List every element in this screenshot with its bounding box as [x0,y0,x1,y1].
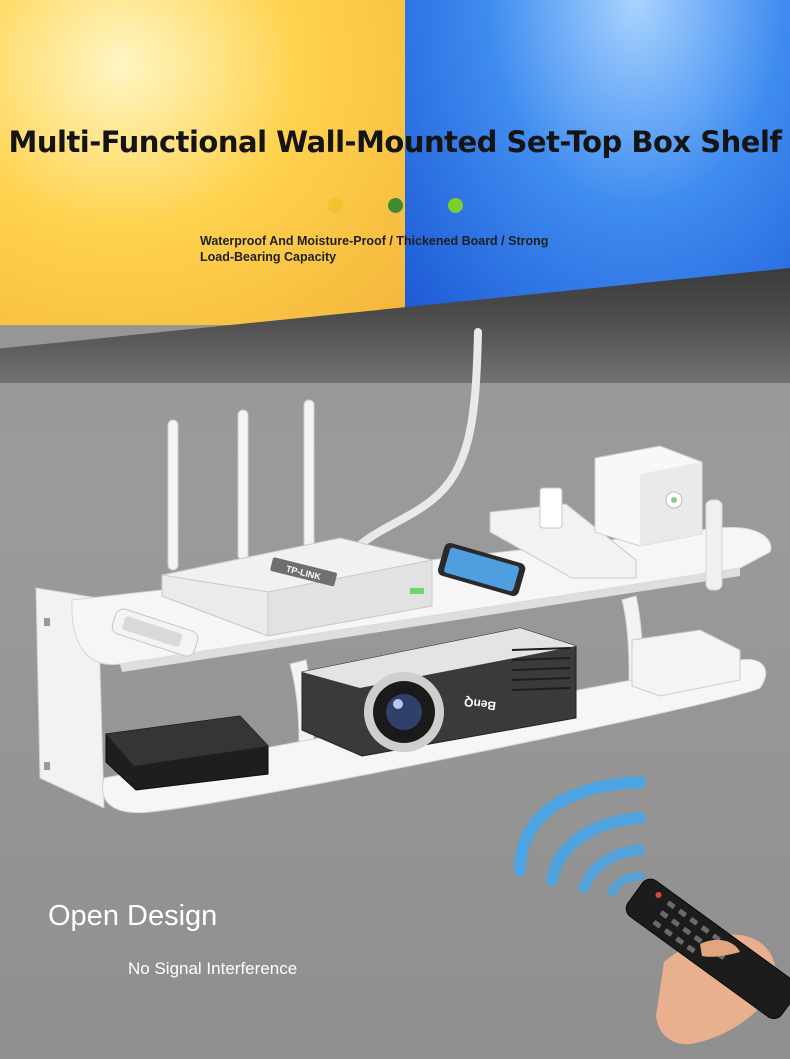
tv-screen-left-panel [0,0,405,325]
tv-screen-right-panel [405,0,790,325]
feature-subtitle: Waterproof And Moisture-Proof / Thickene… [200,234,549,264]
page-title: Multi-Functional Wall-Mounted Set-Top Bo… [8,125,783,159]
accent-dot-yellow [328,198,343,213]
feature-caption: No Signal Interference [128,959,298,978]
feature-heading: Open Design [48,900,218,932]
tv-screen [0,0,790,325]
accent-dot-light-green [448,198,463,213]
accent-dot-dark-green [388,198,403,213]
